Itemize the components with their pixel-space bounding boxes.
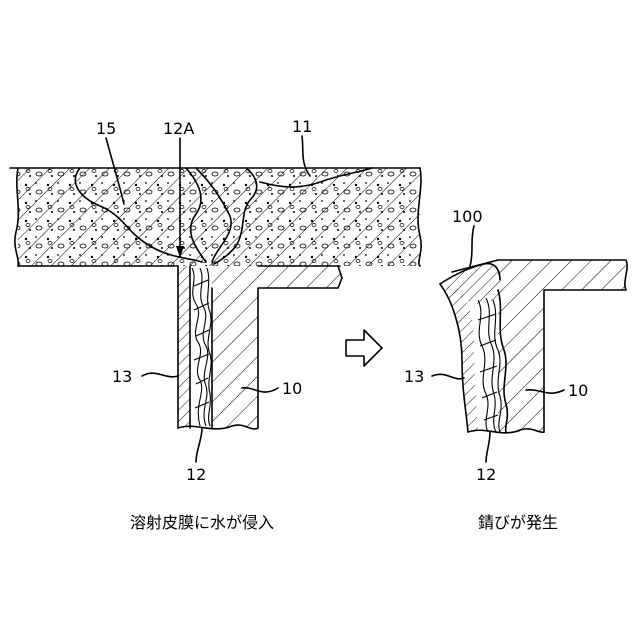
leader-12-left [196,428,202,462]
base-metal [212,266,342,428]
label-100: 100 [452,207,483,226]
label-12-right: 12 [476,465,496,484]
caption-left: 溶射皮膜に水が侵入 [130,513,274,532]
leader-13-right [432,374,464,379]
caption-right: 錆びが発生 [478,513,558,532]
leader-13-left [142,373,178,377]
label-13-left: 13 [112,367,132,386]
label-11: 11 [292,117,312,136]
break-edge-left [15,168,18,266]
label-10-left: 10 [282,379,302,398]
leader-100 [470,226,474,266]
label-12A: 12A [163,119,194,138]
thermal-spray-coating [18,168,420,266]
transition-arrow [346,330,382,366]
left-figure: 15 12A 11 13 10 12 [10,117,421,484]
right-figure: 100 13 10 12 [404,207,627,484]
side-coating-right [440,284,478,432]
gap-water-path [190,266,212,428]
side-coating [178,266,190,428]
label-12-left: 12 [186,465,206,484]
leader-12-right [486,432,490,462]
label-15: 15 [96,119,116,138]
label-10-right: 10 [568,381,588,400]
label-13-right: 13 [404,367,424,386]
